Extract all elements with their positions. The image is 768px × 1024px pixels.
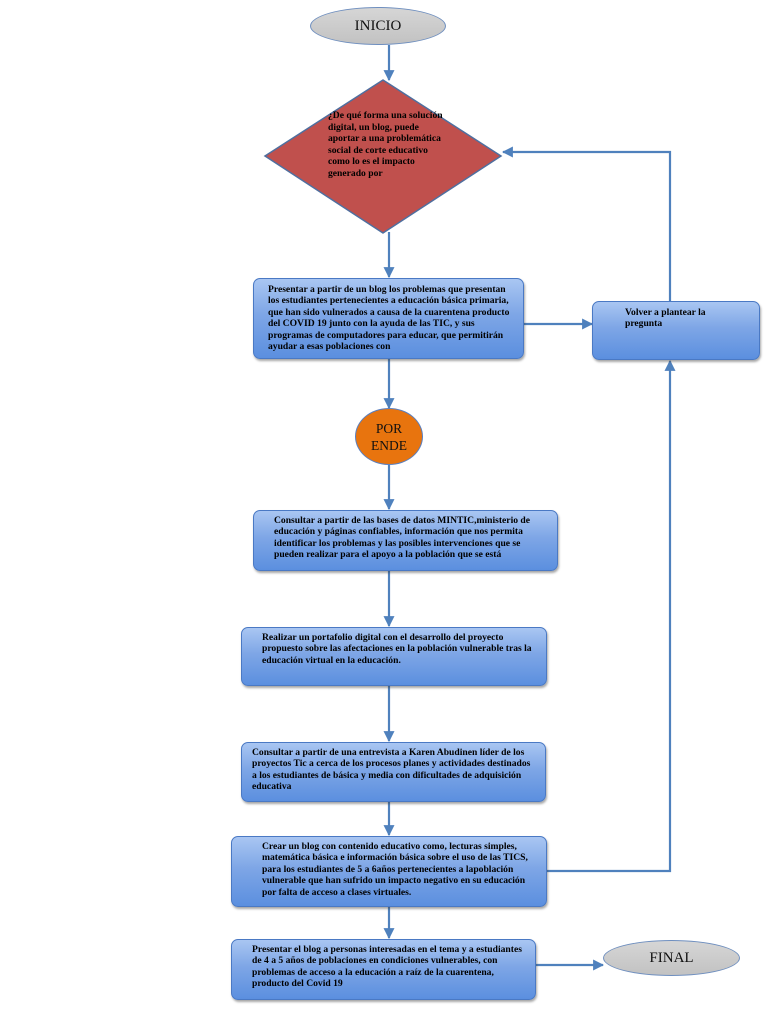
interview-node: Consultar a partir de una entrevista a K… xyxy=(241,742,546,802)
rethink-question-node: Volver a plantear la pregunta xyxy=(592,301,760,360)
arrow-create-to-rethink xyxy=(547,359,676,873)
question-diamond-shape xyxy=(263,79,503,234)
create-blog-node: Crear un blog con contenido educativo co… xyxy=(231,836,547,907)
start-node: INICIO xyxy=(310,7,446,45)
present-blog-node: Presentar el blog a personas interesadas… xyxy=(231,939,536,1000)
question-node-text: ¿De qué forma una solución digital, un b… xyxy=(328,110,443,179)
arrow-rethink-to-question xyxy=(501,146,672,301)
portfolio-node: Realizar un portafolio digital con el de… xyxy=(241,627,547,686)
present-problems-node: Presentar a partir de un blog los proble… xyxy=(253,278,524,359)
end-node: FINAL xyxy=(603,940,740,976)
consult-databases-node: Consultar a partir de las bases de datos… xyxy=(253,510,558,571)
therefore-node: POR ENDE xyxy=(355,408,423,465)
